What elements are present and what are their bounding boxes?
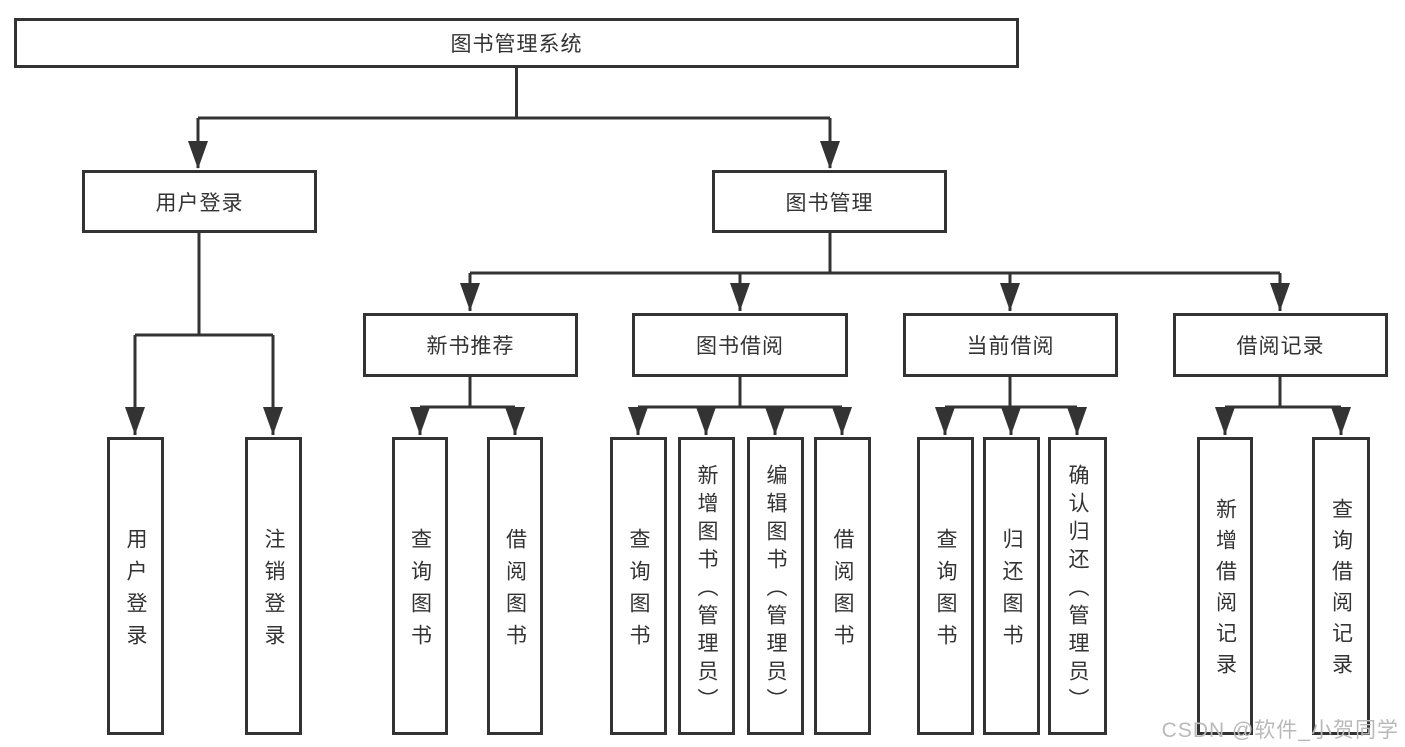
- node-label: 图书管理系统: [450, 33, 583, 56]
- leaf-edit-books-admin: 编辑图书（管理员）: [747, 437, 804, 735]
- leaf-return-books: 归还图书: [983, 437, 1040, 735]
- connector-paths: [133, 68, 1343, 435]
- leaf-query-borrow-record: 查询借阅记录: [1312, 437, 1370, 735]
- node-label: 当前借阅: [966, 335, 1055, 358]
- leaf-label: 借阅图书: [831, 527, 854, 656]
- leaf-query-books: 查询图书: [610, 437, 667, 735]
- leaf-query-books: 查询图书: [917, 437, 974, 735]
- leaf-confirm-return-admin: 确认归还（管理员）: [1048, 437, 1107, 735]
- leaf-add-books-admin: 新增图书（管理员）: [678, 437, 735, 735]
- leaf-logout: 注销登录: [245, 437, 302, 735]
- node-user-login: 用户登录: [82, 170, 317, 233]
- node-label: 用户登录: [155, 191, 244, 215]
- leaf-borrow-books: 借阅图书: [487, 437, 543, 735]
- leaf-label: 新增借阅记录: [1213, 498, 1237, 684]
- node-book-management: 图书管理: [712, 170, 947, 233]
- leaf-label: 查询图书: [627, 527, 650, 656]
- node-library-management-system: 图书管理系统: [14, 18, 1019, 68]
- node-label: 借阅记录: [1236, 335, 1325, 358]
- leaf-label: 查询借阅记录: [1329, 498, 1353, 684]
- node-current-borrowing: 当前借阅: [903, 313, 1118, 377]
- arrowheads: [125, 141, 1351, 435]
- node-book-borrowing: 图书借阅: [632, 313, 848, 377]
- node-label: 新书推荐: [426, 335, 515, 358]
- leaf-label: 注销登录: [262, 527, 285, 656]
- node-label: 图书借阅: [696, 335, 784, 358]
- node-new-book-recommend: 新书推荐: [363, 313, 578, 377]
- leaf-label: 编辑图书（管理员）: [764, 463, 787, 716]
- leaf-add-borrow-record: 新增借阅记录: [1197, 437, 1253, 735]
- leaf-borrow-books: 借阅图书: [814, 437, 871, 735]
- leaf-label: 查询图书: [408, 527, 432, 656]
- leaf-user-login: 用户登录: [107, 437, 164, 735]
- csdn-watermark: CSDN @软件_小贺同学: [1161, 719, 1399, 742]
- leaf-label: 确认归还（管理员）: [1066, 463, 1089, 716]
- leaf-label: 新增图书（管理员）: [695, 463, 718, 716]
- leaf-query-books: 查询图书: [392, 437, 448, 735]
- leaf-label: 借阅图书: [503, 527, 527, 656]
- node-borrowing-records: 借阅记录: [1173, 313, 1388, 377]
- node-label: 图书管理: [785, 191, 874, 215]
- leaf-label: 归还图书: [1000, 527, 1023, 656]
- leaf-label: 用户登录: [124, 527, 147, 656]
- leaf-label: 查询图书: [934, 527, 957, 656]
